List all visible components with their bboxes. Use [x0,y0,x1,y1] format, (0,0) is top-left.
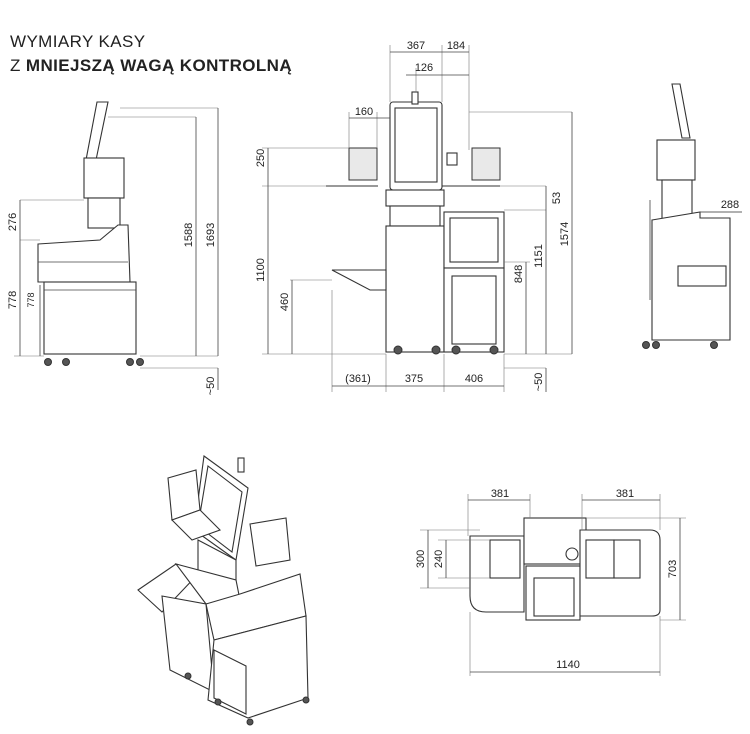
dim-50-left: ~50 [205,377,217,396]
dim-160: 160 [355,106,373,118]
dim-1151: 1151 [533,244,545,268]
dim-250: 250 [255,149,267,167]
title-prefix: Z [10,56,26,75]
dim-375: 375 [405,373,423,385]
dim-276: 276 [7,213,19,231]
dim-1588: 1588 [183,223,195,247]
drawing-title: WYMIARY KASY Z MNIEJSZĄ WAGĄ KONTROLNĄ [10,30,292,78]
dim-240: 240 [433,550,445,568]
title-bold: MNIEJSZĄ WAGĄ KONTROLNĄ [25,56,293,75]
dim-288: 288 [721,199,739,211]
dim-367: 367 [407,40,425,52]
dim-1140: 1140 [556,659,580,671]
front-view: 367 184 126 160 250 1100 460 53 848 1151… [255,40,573,392]
title-line-1: WYMIARY KASY [10,32,146,51]
dim-778-inner: 778 [26,292,36,307]
dim-703: 703 [667,560,679,578]
dim-848: 848 [513,265,525,283]
dim-460: 460 [279,293,291,311]
dim-53: 53 [551,192,563,204]
title-line-2: Z MNIEJSZĄ WAGĄ KONTROLNĄ [10,54,292,78]
dim-50-front: ~50 [533,373,545,392]
dim-1574: 1574 [559,222,571,246]
dim-406: 406 [465,373,483,385]
dim-300: 300 [415,550,427,568]
dim-381-right: 381 [616,488,634,500]
dim-778-outer: 778 [7,291,19,309]
isometric-view [137,455,310,726]
dim-1693: 1693 [205,223,217,247]
dim-1100: 1100 [255,258,267,282]
top-view: 381 381 300 240 703 1140 [415,488,686,676]
side-view-right: 288 [642,83,742,349]
dim-126: 126 [415,62,433,74]
dim-184: 184 [447,40,465,52]
dim-361: (361) [345,373,371,385]
side-view-left: 276 778 778 1588 1693 ~50 [7,101,219,396]
dim-381-left: 381 [491,488,509,500]
